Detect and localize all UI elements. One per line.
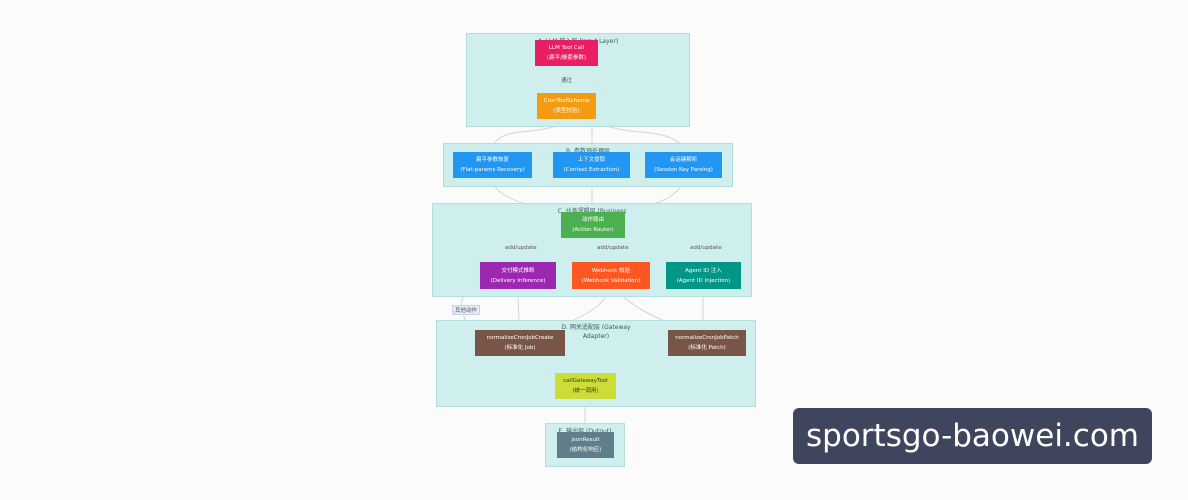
node-action-router-title: 动作路由 — [581, 217, 604, 223]
layer-business-title: C. 业务逻辑层 (Business — [433, 206, 751, 215]
node-normalize-cron-job-create-title: normalizeCronJobCreate — [486, 335, 554, 341]
node-call-gateway-tool-title: callGatewayTool — [563, 378, 608, 384]
node-cron-tool-schema: CronToolSchema (类型校验) — [537, 93, 596, 119]
node-agent-id-injection: Agent ID 注入 (Agent ID Injection) — [666, 262, 741, 289]
edge-label-add-update-webhook: add/update — [597, 245, 629, 251]
layer-gateway-title-line1: D. 网关适配层 (Gateway — [561, 324, 631, 331]
node-llm-tool-call-subtitle: (扁平/嵌套参数) — [546, 55, 587, 61]
node-delivery-inference-title: 交付模式推断 — [501, 267, 535, 274]
edge-label-add-update-agent: add/update — [690, 245, 722, 251]
edge-label-pass: 通过 — [561, 78, 573, 84]
node-flat-params-recovery: 扁平参数恢复 (Flat-params Recovery) — [453, 152, 532, 178]
node-normalize-cron-job-patch-subtitle: (标准化 Patch) — [688, 345, 726, 351]
node-llm-tool-call-title: LLM Tool Call — [548, 45, 585, 51]
node-agent-id-injection-title: Agent ID 注入 — [685, 267, 722, 274]
layer-output-title: E. 输出层 (Output) — [546, 426, 624, 435]
node-context-extraction: 上下文提取 (Context Extraction) — [553, 152, 630, 178]
node-session-key-parsing: 会话键解析 (Session Key Parsing) — [645, 152, 722, 178]
node-normalize-cron-job-create: normalizeCronJobCreate (标准化 Job) — [475, 330, 565, 356]
node-llm-tool-call: LLM Tool Call (扁平/嵌套参数) — [535, 40, 598, 66]
node-context-extraction-title: 上下文提取 — [577, 157, 606, 163]
node-delivery-inference: 交付模式推断 (Delivery Inference) — [480, 262, 556, 289]
node-flat-params-recovery-title: 扁平参数恢复 — [475, 157, 509, 163]
node-json-result-subtitle: (结构化响应) — [569, 447, 602, 453]
layer-gateway-title: D. 网关适配层 (Gateway Adapter) — [437, 323, 755, 341]
node-action-router: 动作路由 (Action Router) — [561, 212, 625, 238]
node-json-result-title: jsonResult — [571, 437, 600, 443]
node-call-gateway-tool: callGatewayTool (统一调用) — [555, 373, 616, 399]
node-webhook-validation-title: Webhook 校验 — [591, 267, 631, 274]
layer-preprocess-title: B. 参数预处理层 — [444, 146, 732, 155]
node-cron-tool-schema-title: CronToolSchema — [543, 98, 590, 104]
watermark-banner: sportsgo-baowei.com — [793, 408, 1152, 464]
node-normalize-cron-job-patch-title: normalizeCronJobPatch — [675, 335, 739, 341]
node-webhook-validation-subtitle: (Webhook Validation) — [581, 277, 641, 284]
node-json-result: jsonResult (结构化响应) — [557, 432, 614, 458]
layer-gateway-title-line2: Adapter) — [582, 333, 610, 340]
watermark-text: sportsgo-baowei.com — [806, 418, 1139, 454]
node-action-router-subtitle: (Action Router) — [572, 227, 614, 233]
node-normalize-cron-job-create-subtitle: (标准化 Job) — [504, 345, 536, 351]
node-session-key-parsing-title: 会话键解析 — [669, 157, 698, 163]
node-flat-params-recovery-subtitle: (Flat-params Recovery) — [460, 167, 525, 173]
node-session-key-parsing-subtitle: (Session Key Parsing) — [654, 167, 713, 173]
node-agent-id-injection-subtitle: (Agent ID Injection) — [676, 277, 731, 284]
node-call-gateway-tool-subtitle: (统一调用) — [572, 388, 599, 394]
edge-label-add-update-delivery: add/update — [505, 245, 537, 251]
node-cron-tool-schema-subtitle: (类型校验) — [553, 108, 580, 114]
edge-label-other-actions: 其他动作 — [452, 305, 481, 315]
node-delivery-inference-subtitle: (Delivery Inference) — [490, 277, 546, 284]
node-webhook-validation: Webhook 校验 (Webhook Validation) — [572, 262, 650, 289]
node-context-extraction-subtitle: (Context Extraction) — [563, 167, 620, 173]
node-normalize-cron-job-patch: normalizeCronJobPatch (标准化 Patch) — [668, 330, 746, 356]
